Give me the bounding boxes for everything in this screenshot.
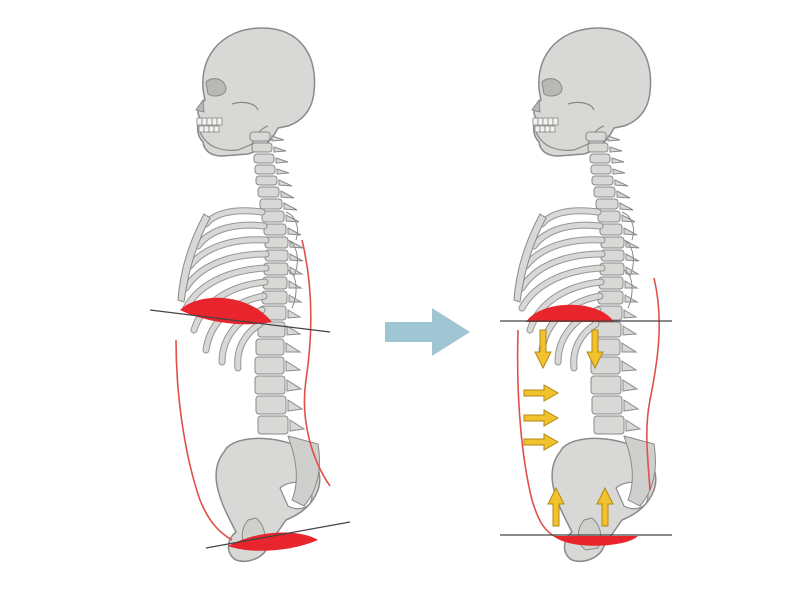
- right-arrow-icon: [385, 308, 470, 356]
- right-arrow-icon: [524, 385, 558, 401]
- abdomen-outline-front: [176, 340, 232, 540]
- panel-before: [150, 28, 350, 561]
- right-arrow-icon: [524, 410, 558, 426]
- skeleton-icon: [514, 28, 656, 561]
- skeleton-icon: [178, 28, 320, 561]
- right-arrow-icon: [524, 434, 558, 450]
- abdomen-outline-front: [518, 330, 558, 538]
- panel-after: [500, 28, 672, 561]
- diaphragm-icon: [180, 298, 272, 325]
